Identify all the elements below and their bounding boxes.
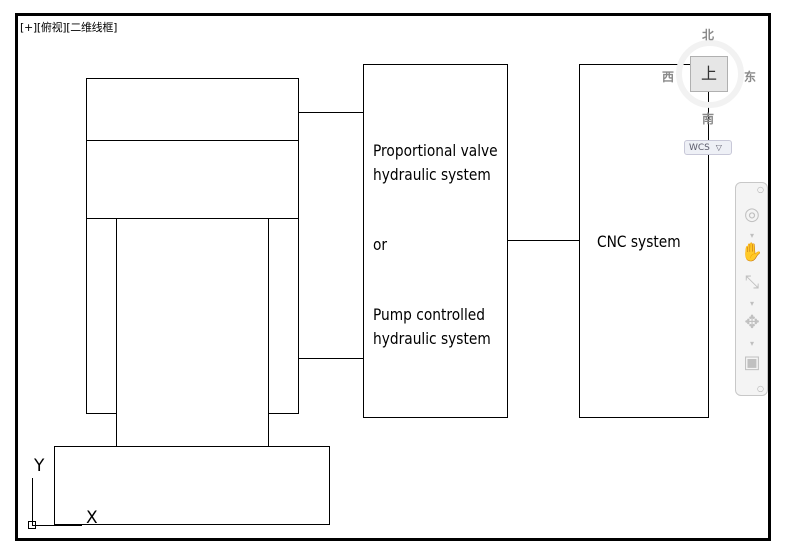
connector-cnc[interactable] <box>507 240 580 241</box>
viewcube-top-face[interactable]: 上 <box>690 56 728 92</box>
separator-dot: ▾ <box>750 339 755 348</box>
cnc-system-box[interactable] <box>579 64 709 418</box>
ucs-origin-box <box>28 521 36 529</box>
proportional-hydraulic-text: hydraulic system <box>373 165 491 184</box>
zoom-icon[interactable]: ⤡ <box>744 272 760 293</box>
compass-east[interactable]: 东 <box>744 70 757 84</box>
pump-hydraulic-text: hydraulic system <box>373 329 491 348</box>
separator-dot: ▾ <box>750 231 755 240</box>
ucs-x-axis <box>32 525 82 526</box>
pan-icon[interactable]: ✋ <box>740 242 764 263</box>
settings-icon[interactable]: ○ <box>757 384 764 393</box>
viewport-controls-label[interactable]: [+][俯视][二维线框] <box>20 21 118 34</box>
navigation-bar[interactable]: ○ ◎ ▾ ✋ ⤡ ▾ ✥ ▾ ▣ ○ <box>735 182 768 396</box>
orbit-icon[interactable]: ✥ <box>744 312 760 333</box>
connector-lower[interactable] <box>299 358 363 359</box>
ucs-y-label: Y <box>34 456 45 476</box>
compass-north[interactable]: 北 <box>702 28 715 42</box>
cnc-system-text: CNC system <box>597 232 681 251</box>
press-inner-right-line <box>268 218 269 447</box>
proportional-valve-text: Proportional valve <box>373 141 498 160</box>
compass-west[interactable]: 西 <box>662 70 675 84</box>
press-middle-block[interactable] <box>86 140 299 219</box>
press-right-column[interactable] <box>268 218 299 414</box>
ucs-y-axis <box>32 478 33 526</box>
close-icon[interactable]: ○ <box>757 185 764 194</box>
pump-controlled-text: Pump controlled <box>373 305 486 324</box>
connector-upper[interactable] <box>299 112 363 113</box>
ucs-x-label: X <box>86 508 98 528</box>
press-inner-left-line <box>116 218 117 447</box>
viewcube-ring[interactable] <box>676 40 744 108</box>
hydraulic-system-box[interactable] <box>363 64 508 418</box>
press-top-block[interactable] <box>86 78 299 141</box>
separator-dot: ▾ <box>750 299 755 308</box>
or-text: or <box>373 235 388 254</box>
compass-south[interactable]: 南 <box>702 112 715 126</box>
showmotion-icon[interactable]: ▣ <box>743 352 761 373</box>
wcs-label: WCS <box>689 143 710 153</box>
wcs-dropdown[interactable]: WCS ▽ <box>684 140 732 155</box>
press-left-column[interactable] <box>86 218 117 414</box>
press-base-block[interactable] <box>54 446 330 525</box>
chevron-down-icon: ▽ <box>715 143 722 152</box>
drawing-viewport[interactable] <box>15 13 771 541</box>
steering-wheel-icon[interactable]: ◎ <box>744 204 760 225</box>
